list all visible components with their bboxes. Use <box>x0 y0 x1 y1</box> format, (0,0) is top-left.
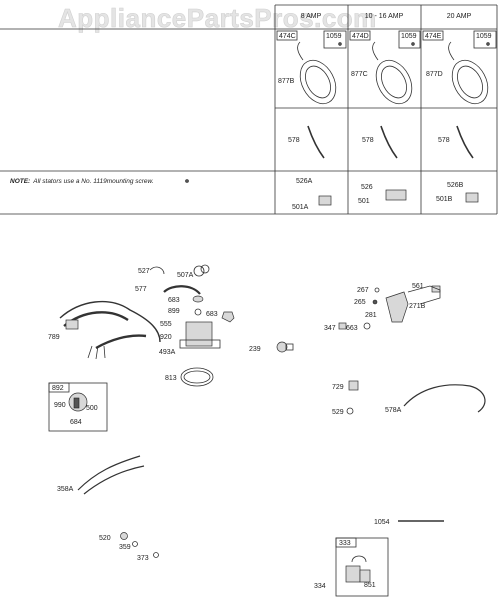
regulator-501b-icon <box>465 192 479 203</box>
rectifier-526a-label: 526A <box>296 178 313 185</box>
clip-icon <box>149 266 165 275</box>
key-switch-box <box>48 382 108 432</box>
part-920-label: 920 <box>160 334 172 341</box>
stator-877b-icon <box>299 59 337 105</box>
regulator-501a-label: 501A <box>292 204 309 211</box>
lead-578-icon-b <box>380 125 398 159</box>
screw-icon <box>411 42 415 46</box>
column-header-20-amp: 20 AMP <box>447 13 472 20</box>
rectifier-526-label: 526 <box>361 184 373 191</box>
kit-474c-label: 474C <box>279 33 296 40</box>
harness-789-icon <box>59 300 161 343</box>
part-683-label-a: 683 <box>168 297 180 304</box>
rectifier-526b-label: 526B <box>447 182 464 189</box>
part-990-label: 990 <box>54 402 66 409</box>
part-493a-label: 493A <box>159 349 176 356</box>
part-729-label: 729 <box>332 384 344 391</box>
part-561-label: 561 <box>412 283 424 290</box>
mounting-screw-icon <box>185 179 189 183</box>
part-347-label: 347 <box>324 325 336 332</box>
part-265-label: 265 <box>354 299 366 306</box>
column-header-10-16-amp: 10 - 16 AMP <box>365 13 404 20</box>
part-271b-label: 271B <box>409 303 426 310</box>
misc-parts: 358A 520 359 373 1054 333 334 851 <box>57 455 444 597</box>
part-520-label: 520 <box>99 535 111 542</box>
kit-474d-label: 474D <box>352 33 369 40</box>
stator-877c-label: 877C <box>351 71 368 78</box>
detail-1059-label-b: 1059 <box>401 33 417 40</box>
part-333-label: 333 <box>339 540 351 547</box>
part-267-label: 267 <box>357 287 369 294</box>
part-892-label: 892 <box>52 385 64 392</box>
regulator-501-icon <box>385 189 407 201</box>
part-899-label: 899 <box>168 308 180 315</box>
stator-877d-label: 877D <box>426 71 443 78</box>
part-789-label: 789 <box>48 334 60 341</box>
screw-icon <box>338 42 342 46</box>
part-527-label: 527 <box>138 268 150 275</box>
harness-358a-icon <box>77 455 141 491</box>
part-663-label: 663 <box>346 325 358 332</box>
stator-table: 8 AMP 10 - 16 AMP 20 AMP 474C 1059 877B … <box>0 4 498 215</box>
part-813-label: 813 <box>165 375 177 382</box>
lead-578-icon-a <box>307 125 325 159</box>
stator-877d-icon <box>451 59 489 105</box>
part-507a-label: 507A <box>177 272 194 279</box>
part-359-label: 359 <box>119 544 131 551</box>
lead-578-label-a: 578 <box>288 137 300 144</box>
part-358a-label: 358A <box>57 486 74 493</box>
part-684-label: 684 <box>70 419 82 426</box>
regulator-501a-icon <box>318 195 332 206</box>
ignition-parts: 527 507A 577 683 899 683 555 920 493A 78… <box>48 264 294 432</box>
lead-578-icon-c <box>456 125 474 159</box>
part-577-label: 577 <box>135 286 147 293</box>
part-500-label: 500 <box>86 405 98 412</box>
part-683-label-b: 683 <box>206 311 218 318</box>
part-239-label: 239 <box>249 346 261 353</box>
column-header-8-amp: 8 AMP <box>301 13 322 20</box>
stator-note: NOTE:All stators use a No. 1119mounting … <box>10 178 154 185</box>
stator-877b-label: 877B <box>278 78 295 85</box>
detail-1059-label-c: 1059 <box>476 33 492 40</box>
wire-578a-icon <box>403 384 486 413</box>
part-373-label: 373 <box>137 555 149 562</box>
part-529-label: 529 <box>332 409 344 416</box>
lead-578-label-c: 578 <box>438 137 450 144</box>
part-555-label: 555 <box>160 321 172 328</box>
stator-877c-icon <box>375 59 413 105</box>
charging-parts: 267 561 265 281 271B 347 663 729 529 578… <box>324 283 486 416</box>
tube-icon <box>163 285 201 295</box>
part-281-label: 281 <box>365 312 377 319</box>
detail-1059-label-a: 1059 <box>326 33 342 40</box>
watermark: AppliancePartsPros.com <box>58 3 377 33</box>
part-1054-label: 1054 <box>374 519 390 526</box>
kit-474e-label: 474E <box>425 33 442 40</box>
regulator-501b-label: 501B <box>436 196 453 203</box>
regulator-501-label: 501 <box>358 198 370 205</box>
lead-578-label-b: 578 <box>362 137 374 144</box>
rectifier-kit-box <box>335 537 389 597</box>
screw-icon <box>486 42 490 46</box>
part-851-label: 851 <box>364 582 376 589</box>
part-334-label: 334 <box>314 583 326 590</box>
part-578a-label: 578A <box>385 407 402 414</box>
